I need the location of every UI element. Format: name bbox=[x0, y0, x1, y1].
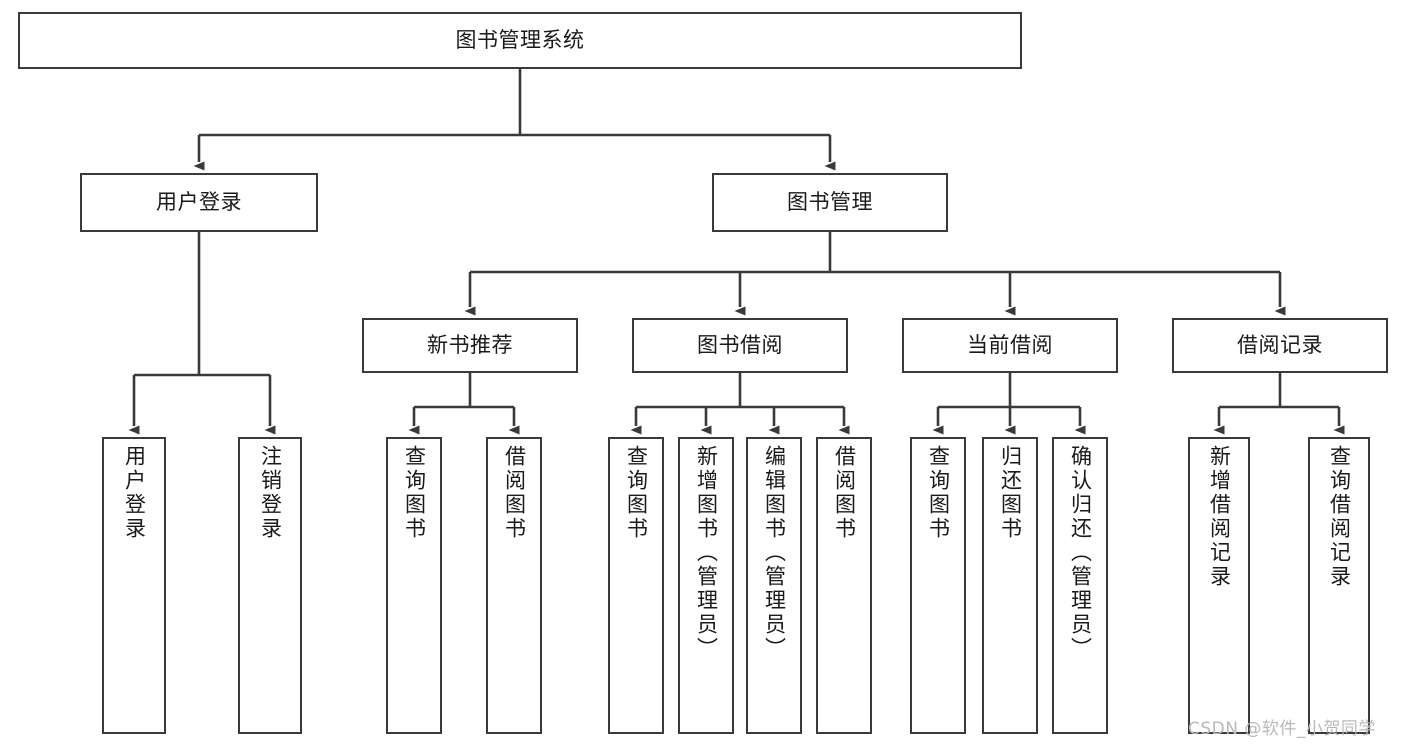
node-user-login[interactable]: 用户登录 bbox=[80, 173, 318, 232]
node-label: 当前借阅 bbox=[967, 332, 1053, 357]
node-borrow-record[interactable]: 借阅记录 bbox=[1172, 318, 1388, 373]
node-label: 图书管理系统 bbox=[455, 27, 585, 52]
node-label: 查询图书 bbox=[624, 445, 649, 541]
node-leaf-borrow-book-1[interactable]: 借阅图书 bbox=[486, 437, 542, 734]
node-leaf-confirm-return[interactable]: 确认归还（管理员） bbox=[1052, 437, 1108, 734]
node-label: 用户登录 bbox=[122, 445, 147, 541]
node-book-manage[interactable]: 图书管理 bbox=[712, 173, 948, 232]
node-leaf-add-record[interactable]: 新增借阅记录 bbox=[1188, 437, 1250, 734]
node-leaf-add-book[interactable]: 新增图书（管理员） bbox=[678, 437, 734, 734]
node-leaf-edit-book[interactable]: 编辑图书（管理员） bbox=[746, 437, 802, 734]
node-book-borrow[interactable]: 图书借阅 bbox=[632, 318, 848, 373]
node-label: 借阅图书 bbox=[502, 445, 527, 541]
node-label: 查询图书 bbox=[402, 445, 427, 541]
node-leaf-user-logout[interactable]: 注销登录 bbox=[238, 437, 302, 734]
node-leaf-query-book-3[interactable]: 查询图书 bbox=[910, 437, 966, 734]
node-label: 查询借阅记录 bbox=[1327, 445, 1352, 589]
node-leaf-query-book-2[interactable]: 查询图书 bbox=[608, 437, 664, 734]
node-label: 确认归还（管理员） bbox=[1068, 445, 1093, 661]
node-current-borrow[interactable]: 当前借阅 bbox=[902, 318, 1118, 373]
node-label: 归还图书 bbox=[998, 445, 1023, 541]
node-leaf-return-book[interactable]: 归还图书 bbox=[982, 437, 1038, 734]
node-leaf-borrow-book-2[interactable]: 借阅图书 bbox=[816, 437, 872, 734]
node-leaf-query-record[interactable]: 查询借阅记录 bbox=[1308, 437, 1370, 734]
node-label: 新书推荐 bbox=[427, 332, 513, 357]
node-leaf-user-login[interactable]: 用户登录 bbox=[102, 437, 166, 734]
node-label: 新增图书（管理员） bbox=[694, 445, 719, 661]
node-label: 新增借阅记录 bbox=[1207, 445, 1232, 589]
node-leaf-query-book-1[interactable]: 查询图书 bbox=[386, 437, 442, 734]
node-label: 编辑图书（管理员） bbox=[762, 445, 787, 661]
node-label: 图书借阅 bbox=[697, 332, 783, 357]
node-label: 借阅图书 bbox=[832, 445, 857, 541]
node-label: 用户登录 bbox=[156, 189, 242, 214]
node-label: 图书管理 bbox=[787, 189, 873, 214]
node-label: 借阅记录 bbox=[1237, 332, 1323, 357]
node-label: 注销登录 bbox=[258, 445, 283, 541]
node-label: 查询图书 bbox=[926, 445, 951, 541]
node-root-root[interactable]: 图书管理系统 bbox=[18, 12, 1022, 69]
node-new-book-recommend[interactable]: 新书推荐 bbox=[362, 318, 578, 373]
watermark: CSDN @软件_小贺同学 bbox=[1188, 719, 1376, 739]
